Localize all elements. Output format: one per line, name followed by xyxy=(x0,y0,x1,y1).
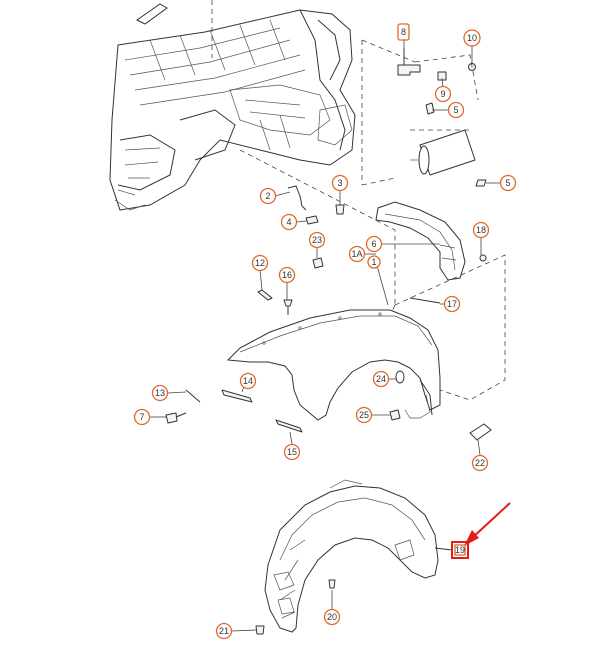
pointer-arrow xyxy=(464,502,511,546)
callout-17-label: 17 xyxy=(447,299,457,309)
callout-7[interactable]: 7 xyxy=(133,408,151,426)
strip-15-drawing xyxy=(275,419,303,433)
callout-19-label: 19 xyxy=(455,545,465,555)
callout-25[interactable]: 25 xyxy=(355,406,373,424)
callout-16-label: 16 xyxy=(282,270,292,280)
callout-2[interactable]: 2 xyxy=(259,187,277,205)
grommet-24-drawing xyxy=(395,370,405,384)
callout-25-label: 25 xyxy=(359,410,369,420)
strip-12-drawing xyxy=(257,289,273,301)
clip-5b-drawing xyxy=(475,179,487,187)
bolt-20-drawing xyxy=(328,579,336,589)
body-structure-drawing xyxy=(109,3,356,211)
callout-14-label: 14 xyxy=(243,376,253,386)
leader-lines xyxy=(150,40,500,632)
callout-21[interactable]: 21 xyxy=(215,622,233,640)
fender-1-drawing xyxy=(226,309,441,421)
callout-12[interactable]: 12 xyxy=(251,254,269,272)
callout-8[interactable]: 8 xyxy=(397,23,410,41)
bolt-18-drawing xyxy=(479,254,487,262)
callout-1[interactable]: 1 xyxy=(367,255,381,269)
callout-5b-label: 5 xyxy=(505,178,510,188)
callout-3-label: 3 xyxy=(337,178,342,188)
callout-10-label: 10 xyxy=(467,33,477,43)
callout-22[interactable]: 22 xyxy=(471,454,489,472)
tube-drawing xyxy=(410,129,476,176)
callout-23-label: 23 xyxy=(312,235,322,245)
callout-10[interactable]: 10 xyxy=(463,29,481,47)
callout-9[interactable]: 9 xyxy=(434,85,452,103)
bolt-3-drawing xyxy=(335,204,345,215)
callout-23[interactable]: 23 xyxy=(308,231,326,249)
callout-1a-label: 1A xyxy=(351,249,362,259)
strip-14-drawing xyxy=(221,389,253,403)
bolt-9-drawing xyxy=(437,71,447,81)
clip-23-drawing xyxy=(312,257,324,269)
clip-4-drawing xyxy=(305,215,319,225)
callout-15-label: 15 xyxy=(287,447,297,457)
callout-1a[interactable]: 1A xyxy=(348,245,366,263)
bolt-16-drawing xyxy=(283,299,293,315)
callout-16[interactable]: 16 xyxy=(278,266,296,284)
clip-25-drawing xyxy=(389,409,401,421)
clip-21-drawing xyxy=(255,625,265,635)
callout-1-label: 1 xyxy=(371,257,376,267)
callout-5b[interactable]: 5 xyxy=(499,174,517,192)
callout-21-label: 21 xyxy=(219,626,229,636)
callout-19[interactable]: 19 xyxy=(451,541,469,559)
callout-24-label: 24 xyxy=(376,374,386,384)
callout-15[interactable]: 15 xyxy=(283,443,301,461)
callout-18[interactable]: 18 xyxy=(472,221,490,239)
callout-12-label: 12 xyxy=(255,258,265,268)
callout-20[interactable]: 20 xyxy=(323,608,341,626)
callout-4[interactable]: 4 xyxy=(280,213,298,231)
callout-20-label: 20 xyxy=(327,612,337,622)
callout-13[interactable]: 13 xyxy=(151,384,169,402)
callout-6-label: 6 xyxy=(371,239,376,249)
callout-9-label: 9 xyxy=(440,89,445,99)
callout-18-label: 18 xyxy=(476,225,486,235)
callout-3[interactable]: 3 xyxy=(331,174,349,192)
bolt-7-drawing xyxy=(165,412,187,424)
callout-13-label: 13 xyxy=(155,388,165,398)
wire-2-drawing xyxy=(287,185,307,211)
callout-17[interactable]: 17 xyxy=(443,295,461,313)
wheel-liner-19-drawing xyxy=(264,479,453,633)
callout-5a[interactable]: 5 xyxy=(447,101,465,119)
callout-24[interactable]: 24 xyxy=(372,370,390,388)
callout-22-label: 22 xyxy=(475,458,485,468)
callout-5a-label: 5 xyxy=(453,105,458,115)
clip-5a-drawing xyxy=(425,102,435,115)
seal-13-drawing xyxy=(185,389,201,403)
callout-7-label: 7 xyxy=(139,412,144,422)
pad-22-drawing xyxy=(469,423,492,441)
bracket-8-drawing xyxy=(397,48,421,76)
callout-2-label: 2 xyxy=(265,191,270,201)
callout-6[interactable]: 6 xyxy=(365,235,383,253)
callout-8-label: 8 xyxy=(401,27,406,37)
upper-liner-6-drawing xyxy=(375,201,466,281)
bolt-17-drawing xyxy=(409,297,441,304)
callout-14[interactable]: 14 xyxy=(239,372,257,390)
callout-4-label: 4 xyxy=(286,217,291,227)
